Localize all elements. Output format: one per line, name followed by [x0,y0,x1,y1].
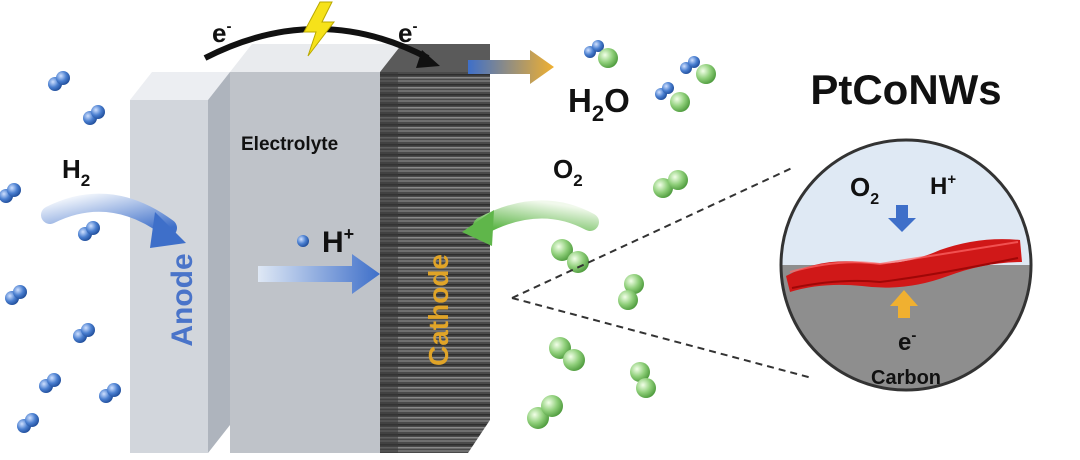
lightning-bolt-icon [303,1,336,57]
oxygen-molecule-icon [653,170,688,198]
hydrogen-molecule-icon [39,373,61,393]
water-output-arrow [468,50,554,84]
inset-oxygen-label: O2 [850,172,879,208]
oxygen-molecule-icon [630,362,656,398]
inset-oxygen-arrow [888,205,916,232]
electron-label-right: e- [398,18,417,48]
catalyst-title: PtCoNWs [810,66,1001,113]
water-molecule-icon [680,56,716,84]
hydrogen-input-arrow [41,193,186,248]
nanowire-inset [779,138,1033,392]
electron-flow-arc: e- e- [203,1,440,68]
water-label: H2O [568,82,630,126]
oxygen-molecules [527,170,688,429]
hydrogen-molecule-icon [48,71,70,91]
hydrogen-molecule-icon [0,183,21,203]
hydrogen-molecule-icon [17,413,39,433]
carbon-label: Carbon [871,367,941,389]
electrolyte-block: Electrolyte [230,44,402,453]
oxygen-molecule-icon [549,337,585,371]
nanowire [786,239,1022,292]
water-molecules [584,40,716,112]
inset-electron-arrow [890,290,918,318]
hydrogen-molecule-icon [78,221,100,241]
water-molecule-icon [655,82,690,112]
hydrogen-molecule-icon [99,383,121,403]
proton-dot [297,235,309,247]
proton-label: H+ [322,224,354,259]
zoom-lines [511,167,813,379]
inset-electron-label: e- [898,327,916,356]
oxygen-input-arrow [462,200,599,246]
oxygen-molecule-icon [551,239,589,273]
hydrogen-label: H2 [62,154,90,190]
cathode-block: Cathode [380,44,490,453]
hydrogen-molecule-icon [5,285,27,305]
hydrogen-molecule-icon [73,323,95,343]
electrolyte-label: Electrolyte [241,134,338,155]
anode-label: Anode [166,253,199,346]
cathode-label: Cathode [423,254,454,366]
water-molecule-icon [584,40,618,68]
hydrogen-molecule-icon [83,105,105,125]
electron-label-left: e- [212,18,231,48]
proton-transport-arrow [258,254,380,294]
oxygen-molecule-icon [618,274,644,310]
hydrogen-molecules [0,71,121,433]
inset-proton-label: H+ [930,171,956,200]
oxygen-molecule-icon [527,395,563,429]
oxygen-label: O2 [553,154,583,190]
anode-block: Anode [130,72,230,453]
